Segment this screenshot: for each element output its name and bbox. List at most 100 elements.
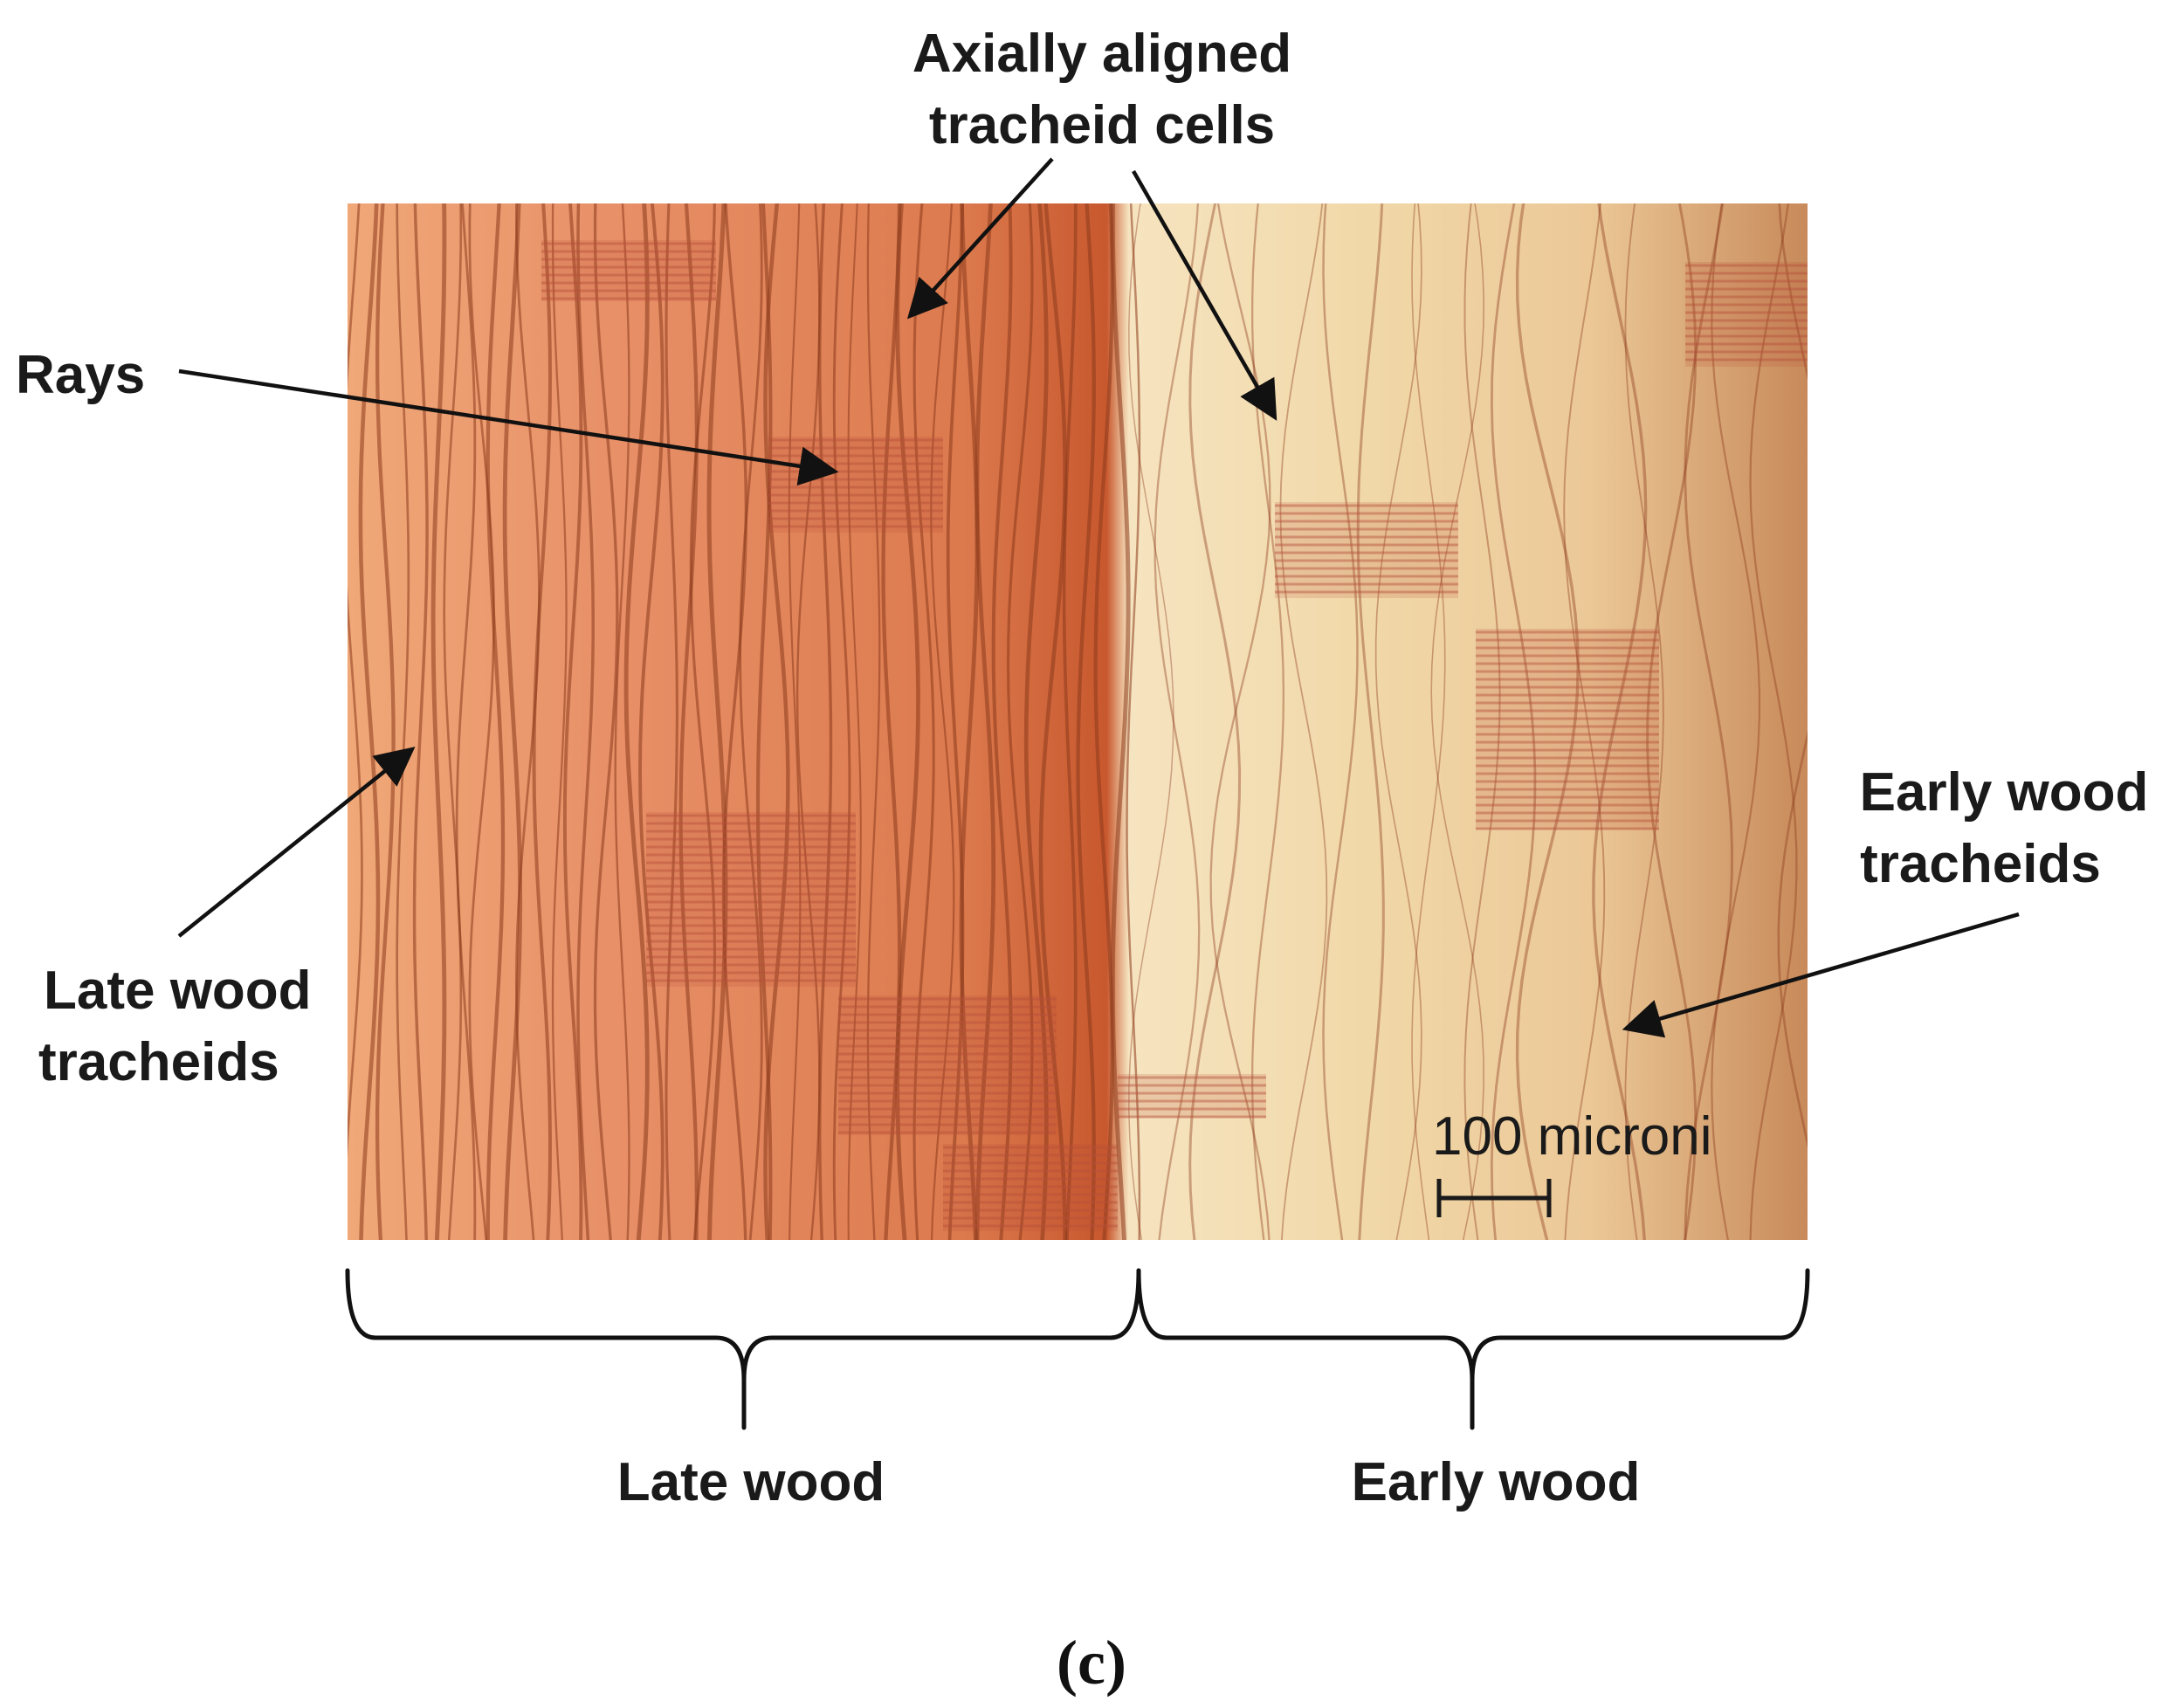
tracheid-wall [1076, 203, 1096, 1240]
tracheid-wall [721, 203, 748, 1240]
early-wood-brace [1136, 1268, 1810, 1430]
tracheid-wall [832, 203, 851, 1240]
tracheid-wall [665, 203, 678, 1240]
tracheid-wall [974, 203, 996, 1240]
tracheid-wall [468, 203, 495, 1240]
ray-band-area [1685, 262, 1808, 367]
tracheid-wall [788, 203, 802, 1240]
annotation-arrows [177, 157, 2020, 1038]
label-axially-aligned-line2: tracheid cells [929, 95, 1275, 155]
tracheid-wall [959, 203, 980, 1240]
tracheid-wall [614, 203, 630, 1240]
tracheid-wall [946, 203, 965, 1240]
tracheid-wall [1006, 203, 1034, 1240]
tracheid-wall [912, 203, 935, 1240]
arrow-rays [178, 368, 839, 486]
tracheid-wall [1749, 203, 1798, 1240]
tracheid-wall [1463, 203, 1501, 1240]
tracheid-wall [1322, 203, 1359, 1240]
arrow-axially-left [906, 157, 1054, 320]
tracheid-wall [1093, 203, 1114, 1240]
late-wood-brace [345, 1268, 1141, 1430]
tracheid-wall [1592, 203, 1648, 1240]
arrow-late-tracheids [177, 747, 416, 938]
tracheid-wall [1563, 203, 1606, 1240]
tracheid-wall [847, 203, 862, 1240]
label-late-wood: Late wood [617, 1452, 885, 1512]
scale-bar-label: 100 microni [1432, 1106, 1711, 1167]
tracheid-wall [895, 203, 920, 1240]
tracheid-wall [1062, 203, 1078, 1240]
tracheid-wall [443, 203, 463, 1240]
tracheid-wall [1777, 203, 1808, 1149]
tracheid-wall [1356, 203, 1385, 1240]
label-rays: Rays [16, 345, 145, 405]
tracheid-wall [412, 203, 429, 1240]
tracheid-wall [1684, 203, 1733, 1240]
ray-band-area [541, 240, 716, 301]
tracheid-wall [1128, 203, 1174, 1240]
panel-label: (c) [1057, 1628, 1126, 1698]
tracheid-wall [930, 203, 955, 1240]
tracheid-wall-lines [348, 203, 1808, 1240]
tracheid-wall [485, 203, 506, 1240]
tracheid-wall [593, 203, 619, 1240]
arrow-axially-right [1132, 169, 1277, 421]
tracheid-wall [1153, 203, 1201, 1240]
tracheid-wall [1188, 203, 1242, 1240]
ray-band-area [646, 812, 856, 987]
tracheid-wall [396, 203, 410, 1240]
tracheid-wall [1209, 203, 1271, 1240]
label-late-tracheids-line1: Late wood [44, 961, 312, 1021]
tracheid-wall [1110, 203, 1131, 1240]
tracheid-wall [562, 203, 583, 1240]
tracheid-wall [638, 203, 665, 1240]
tracheid-wall [576, 203, 595, 1240]
ray-band-area [943, 1144, 1118, 1231]
tracheid-wall [689, 203, 717, 1240]
label-early-tracheids-line1: Early wood [1860, 762, 2149, 823]
braces [345, 1268, 1810, 1430]
tracheid-wall [1430, 203, 1485, 1240]
tracheid-wall [1411, 203, 1446, 1240]
tracheid-wall [1279, 203, 1328, 1240]
tracheid-wall [1126, 203, 1141, 1240]
micrograph-image [348, 203, 1808, 1240]
tracheid-wall [532, 203, 553, 1240]
tracheid-wall [1250, 203, 1285, 1240]
tracheid-wall [1374, 203, 1422, 1240]
tracheid-wall [1515, 203, 1580, 1240]
label-late-tracheids-line2: tracheids [38, 1032, 279, 1092]
ray-band-area [1476, 629, 1659, 830]
tracheid-wall [866, 203, 881, 1240]
tracheid-wall [623, 203, 650, 1240]
ray-band-area [838, 995, 1057, 1135]
tracheid-wall [1624, 203, 1664, 1240]
tracheid-wall [375, 203, 396, 1240]
tracheid-wall [348, 203, 363, 1159]
tracheid-wall [455, 203, 477, 1240]
tracheid-wall [763, 203, 790, 1240]
tracheid-wall [739, 203, 763, 1240]
label-early-tracheids-line2: tracheids [1860, 834, 2101, 894]
tracheid-wall [502, 203, 523, 1240]
tracheid-wall [1490, 203, 1537, 1240]
ray-band-area [1118, 1074, 1266, 1118]
scale-bar: 100 microni [1432, 1106, 1711, 1217]
tracheid-wall [678, 203, 699, 1240]
tracheid-wall [358, 203, 381, 1240]
tracheid-wall [817, 203, 833, 1240]
tracheid-wall [1646, 203, 1698, 1240]
label-early-wood: Early wood [1352, 1452, 1641, 1512]
tracheid-wall [430, 203, 447, 1240]
ray-band-area [1275, 502, 1458, 598]
ray-bands [541, 240, 1808, 1231]
tracheid-wall [1711, 203, 1761, 1240]
arrow-early-tracheids [1622, 912, 2020, 1038]
label-axially-aligned-line1: Axially aligned [912, 24, 1291, 84]
tracheid-wall [991, 203, 1013, 1240]
tracheid-wall [551, 203, 568, 1240]
tracheid-wall [1023, 203, 1049, 1240]
tracheid-wall [1038, 203, 1067, 1240]
